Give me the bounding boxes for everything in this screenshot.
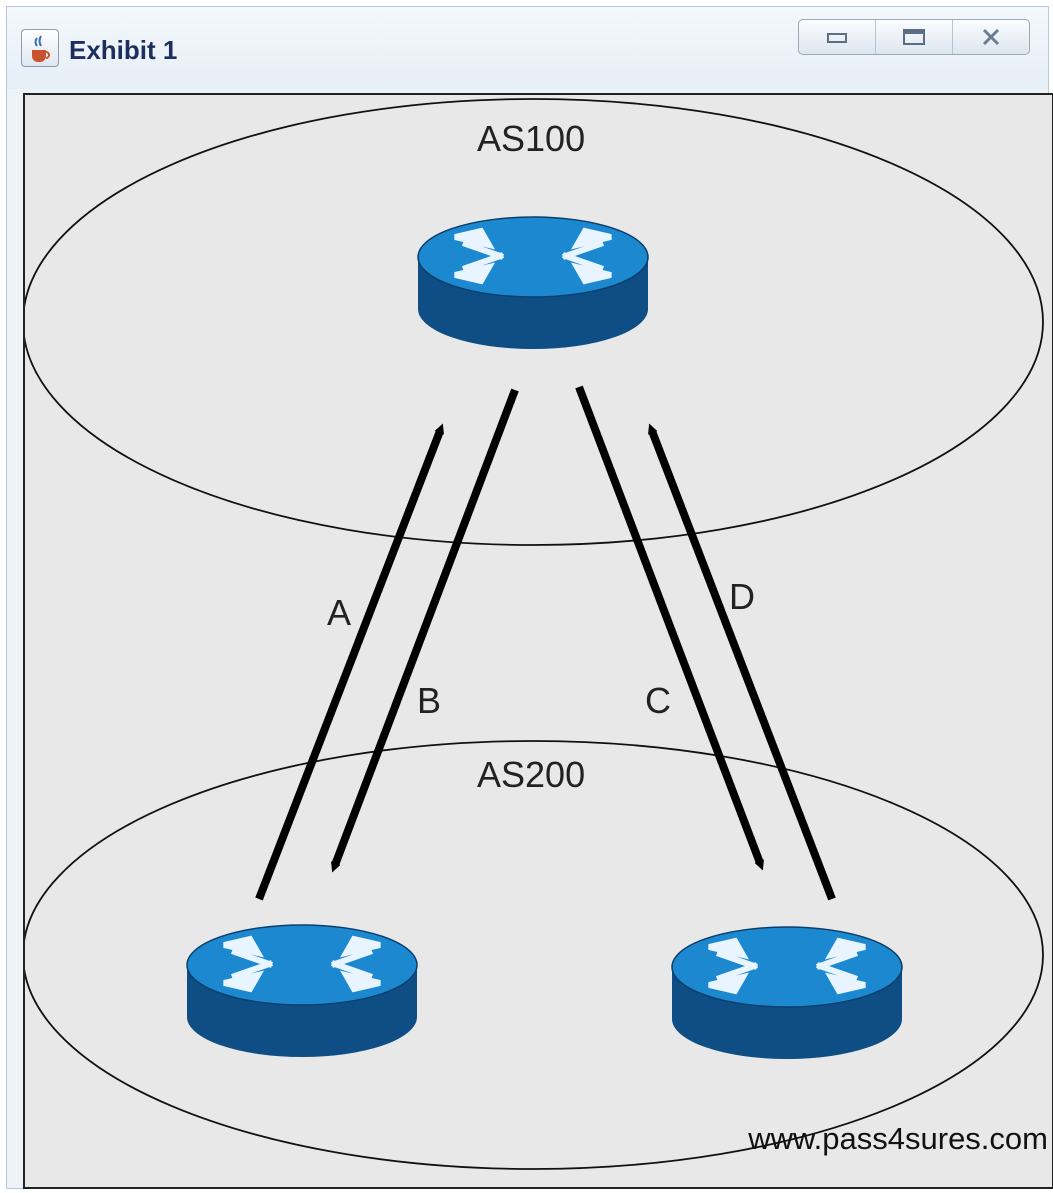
as200-label: AS200: [477, 754, 586, 795]
arrow-c-label: C: [645, 680, 671, 721]
router-as200-left: [187, 925, 417, 1057]
router-as100: [418, 217, 648, 349]
arrow-d-label: D: [729, 576, 755, 617]
window-title: Exhibit 1: [69, 35, 178, 65]
exhibit-window: Exhibit 1: [6, 6, 1053, 1189]
diagram-canvas: AS100 AS200 A B C D www.pass4sures.com: [23, 93, 1053, 1189]
as100-zone: [25, 98, 1044, 546]
arrow-b-label: B: [417, 680, 442, 721]
router-as200-right: [672, 927, 902, 1059]
close-icon[interactable]: [952, 20, 1029, 54]
as100-label: AS100: [477, 118, 586, 159]
java-cup-icon: [21, 29, 59, 67]
minimize-icon[interactable]: [799, 20, 875, 54]
network-diagram: [25, 98, 1044, 1170]
arrow-b: [331, 388, 519, 873]
arrow-d: [648, 423, 836, 901]
title-bar[interactable]: Exhibit 1: [7, 7, 1048, 89]
as200-zone: [25, 740, 1044, 1170]
arrow-a-label: A: [327, 592, 352, 633]
window-controls: [798, 19, 1030, 55]
arrow-a: [255, 423, 444, 901]
maximize-icon[interactable]: [875, 20, 952, 54]
watermark: www.pass4sures.com: [748, 1121, 1048, 1156]
arrow-c: [575, 385, 764, 871]
